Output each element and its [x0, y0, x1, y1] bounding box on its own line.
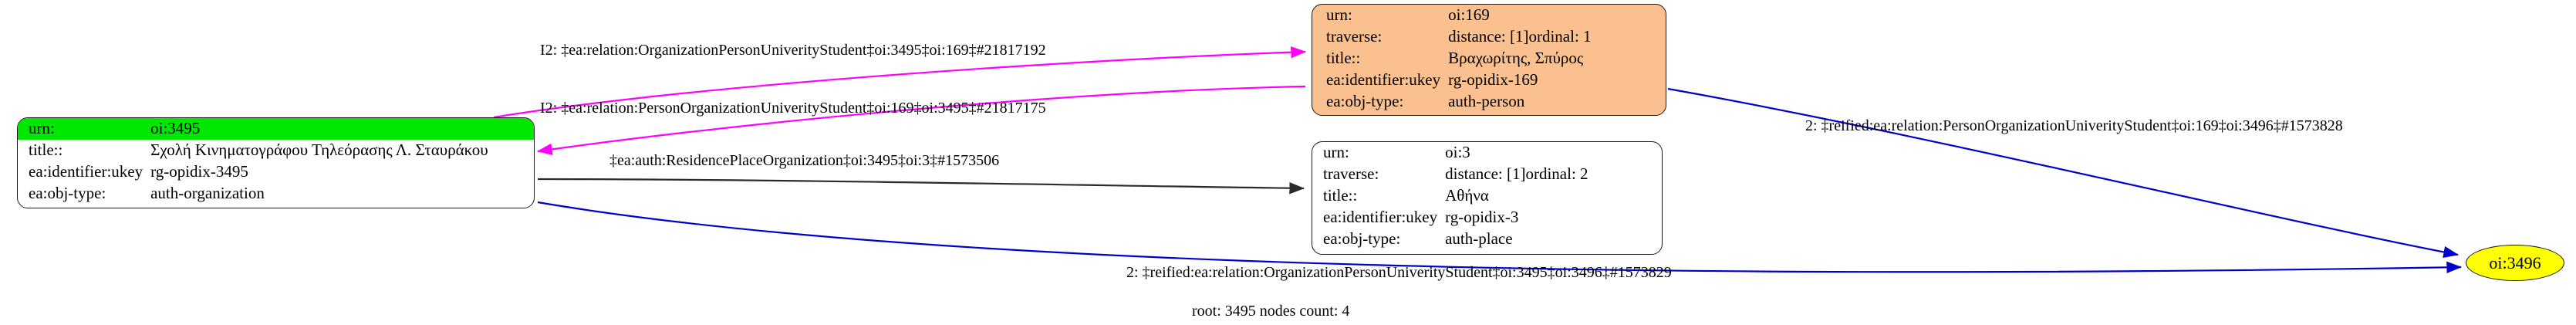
row-key: urn:: [18, 118, 151, 140]
row-key: ea:obj-type:: [1326, 91, 1404, 110]
row-key: title::: [29, 140, 63, 159]
node-oi-3[interactable]: urn: oi:3 traverse: distance: [1]ordinal…: [1312, 141, 1663, 255]
row-value-distance: distance: [1]: [1445, 164, 1526, 183]
edge-label-residence-place: ‡ea:auth:ResidencePlaceOrganization‡oi:3…: [609, 152, 1000, 169]
edge-path-reified-organization-person: [537, 201, 2463, 274]
row-value: Βραχωρίτης, Σπύρος: [1448, 48, 1584, 67]
node-row-objtype: ea:obj-type: auth-person: [1312, 91, 1666, 113]
row-value: oi:169: [1448, 5, 1490, 24]
row-key: title::: [1326, 48, 1361, 67]
row-value-ordinal: ordinal: 2: [1525, 164, 1588, 183]
node-row-objtype: ea:obj-type: auth-organization: [18, 183, 534, 205]
row-key: ea:obj-type:: [29, 183, 106, 202]
node-row-title: title:: Σχολή Κινηματογράφου Τηλεόρασης …: [18, 140, 534, 161]
row-value-distance: distance: [1]: [1448, 26, 1529, 46]
edge-path-organization-person: [493, 46, 1307, 119]
row-key: ea:identifier:ukey: [29, 161, 143, 181]
node-row-traverse: traverse: distance: [1]ordinal: 2: [1312, 164, 1662, 185]
row-key: urn:: [1323, 143, 1349, 161]
node-oi-3496[interactable]: oi:3496: [2466, 245, 2564, 281]
row-value: Σχολή Κινηματογράφου Τηλεόρασης Λ. Σταυρ…: [150, 140, 488, 159]
row-key: traverse:: [1326, 26, 1383, 46]
node-oi-169[interactable]: urn: oi:169 traverse: distance: [1]ordin…: [1312, 4, 1666, 116]
node-row-title: title:: Βραχωρίτης, Σπύρος: [1312, 48, 1666, 69]
edge-path-reified-person-organization: [1667, 87, 2460, 259]
row-value: oi:3495: [150, 118, 534, 140]
row-value: Αθήνα: [1445, 185, 1489, 205]
node-row-urn: urn: oi:169: [1312, 5, 1666, 26]
node-row-objtype: ea:obj-type: auth-place: [1312, 229, 1662, 250]
row-value: rg-opidix-3: [1445, 207, 1519, 226]
row-value: auth-organization: [150, 183, 265, 202]
edge-path-residence-place: [537, 178, 1305, 195]
node-row-identifier: ea:identifier:ukey rg-opidix-169: [1312, 69, 1666, 91]
row-key: ea:obj-type:: [1323, 229, 1401, 248]
node-row-urn: urn: oi:3: [1312, 142, 1662, 164]
node-row-title: title:: Αθήνα: [1312, 185, 1662, 207]
row-value: distance: [1]ordinal: 2: [1445, 164, 1662, 185]
row-key: traverse:: [1323, 164, 1379, 183]
node-oi-3-rows: urn: oi:3 traverse: distance: [1]ordinal…: [1312, 142, 1662, 250]
row-value: auth-person: [1448, 91, 1525, 110]
node-row-identifier: ea:identifier:ukey rg-opidix-3495: [18, 161, 534, 183]
node-row-traverse: traverse: distance: [1]ordinal: 1: [1312, 26, 1666, 48]
edge-label-person-organization: I2: ‡ea:relation:PersonOrganizationUnive…: [540, 100, 1046, 117]
row-key: ea:identifier:ukey: [1326, 69, 1441, 89]
row-key: urn:: [1326, 5, 1352, 24]
row-value: rg-opidix-3495: [150, 161, 248, 181]
row-key: ea:identifier:ukey: [1323, 207, 1438, 226]
row-value: oi:3: [1445, 143, 1470, 161]
node-row-urn: urn: oi:3495: [18, 118, 534, 140]
edge-label-organization-person: I2: ‡ea:relation:OrganizationPersonUnive…: [540, 42, 1046, 59]
node-oi-3496-label: oi:3496: [2489, 252, 2541, 273]
node-row-identifier: ea:identifier:ukey rg-opidix-3: [1312, 207, 1662, 229]
edge-path-person-organization: [536, 85, 1306, 155]
row-key: title::: [1323, 185, 1358, 205]
graph-footer: root: 3495 nodes count: 4: [1192, 303, 1350, 320]
node-oi-3495[interactable]: urn: oi:3495 title:: Σχολή Κινηματογράφο…: [17, 117, 535, 208]
node-oi-3495-rows: urn: oi:3495 title:: Σχολή Κινηματογράφο…: [18, 118, 534, 205]
row-value: distance: [1]ordinal: 1: [1448, 26, 1666, 48]
row-value: auth-place: [1445, 229, 1513, 248]
edge-label-reified-person-organization: 2: ‡reified:ea:relation:PersonOrganizati…: [1805, 117, 2343, 134]
node-oi-169-rows: urn: oi:169 traverse: distance: [1]ordin…: [1312, 5, 1666, 113]
row-value: rg-opidix-169: [1448, 69, 1538, 89]
edge-label-reified-organization-person: 2: ‡reified:ea:relation:OrganizationPers…: [1126, 264, 1672, 281]
row-value-ordinal: ordinal: 1: [1528, 26, 1592, 46]
